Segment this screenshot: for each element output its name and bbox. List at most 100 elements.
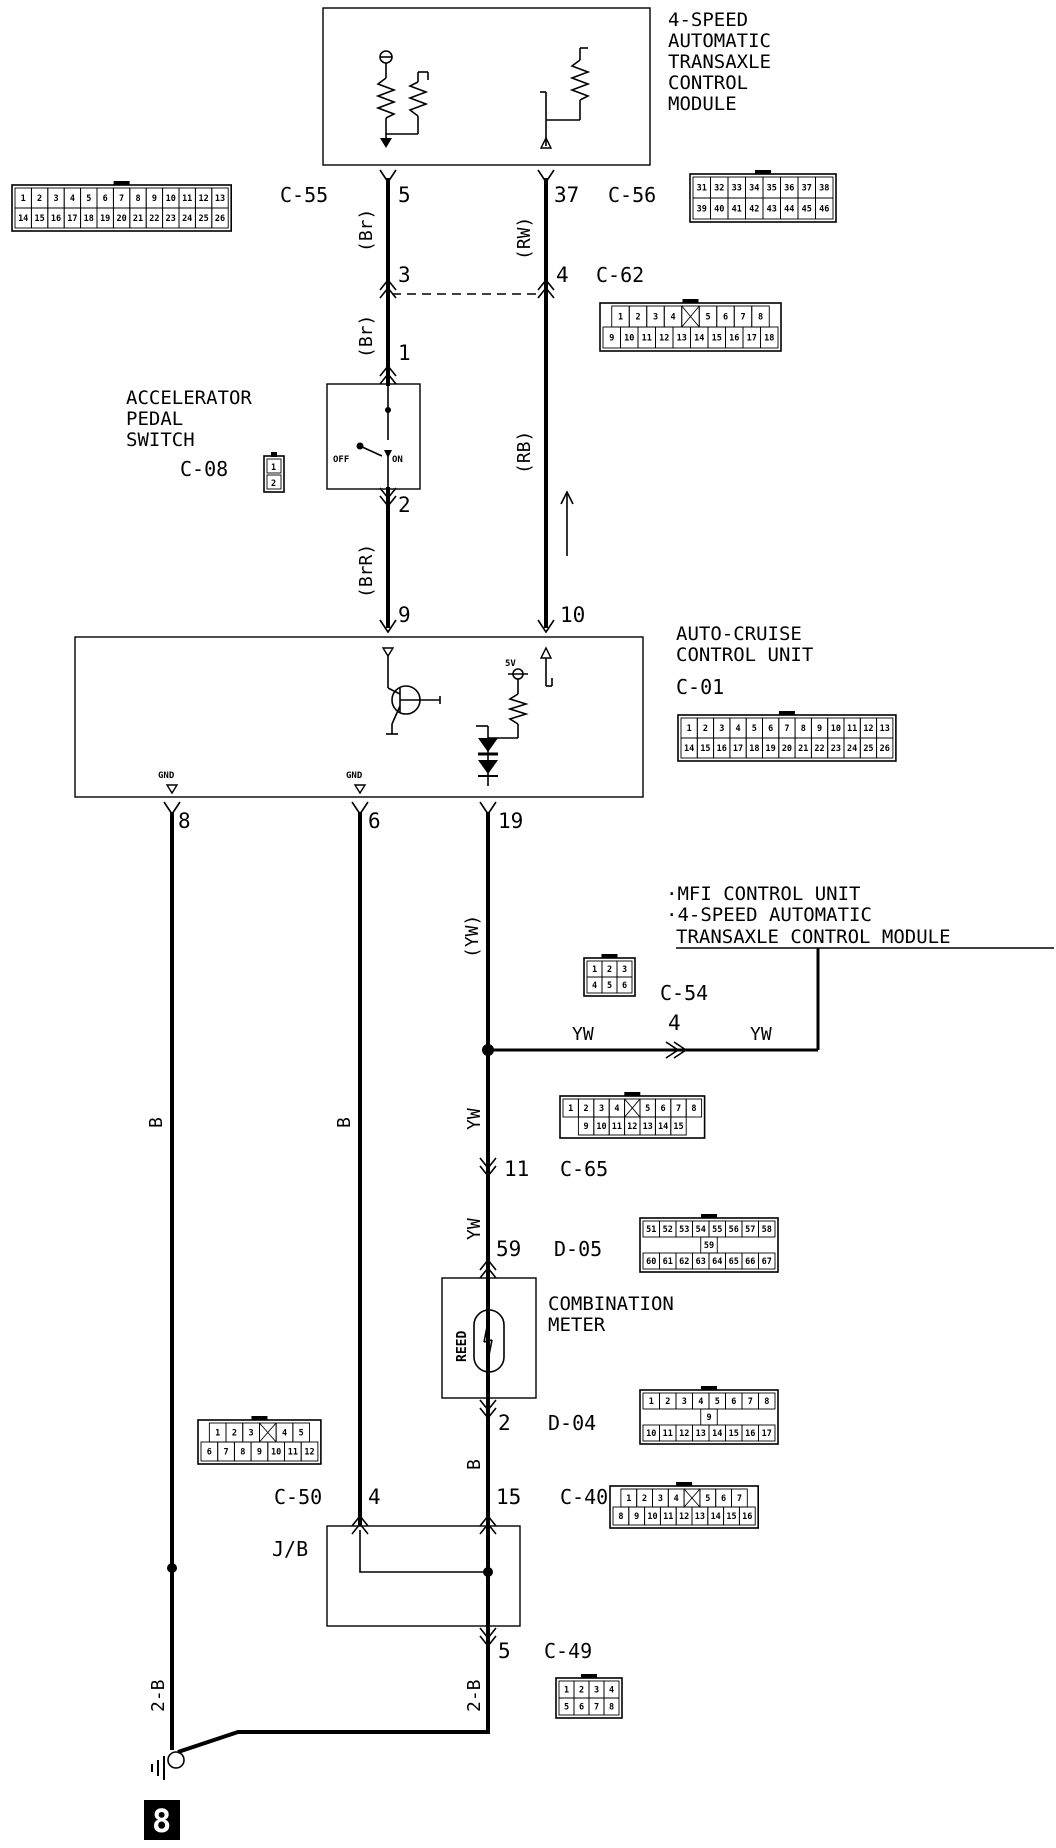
c65-pin-number: 13 xyxy=(643,1122,653,1132)
connector-c40-label: C-40 xyxy=(560,1485,608,1509)
connector-d04-label: D-04 xyxy=(548,1411,596,1435)
c01-pin-number: 25 xyxy=(863,744,873,754)
c01-pin-number: 24 xyxy=(847,744,857,754)
pin-8: 8 xyxy=(178,809,191,833)
c01-pin-number: 23 xyxy=(831,744,841,754)
c56-pin-number: 31 xyxy=(697,184,707,194)
pin-59: 59 xyxy=(496,1237,521,1261)
c55-pin-number: 24 xyxy=(182,214,192,224)
splice-jb xyxy=(483,1567,493,1577)
tcm-internal-circuit xyxy=(375,47,591,149)
c62-pin-number: 12 xyxy=(659,334,669,344)
terminal-marks-top xyxy=(379,169,555,184)
d05-pin-number: 59 xyxy=(704,1241,714,1251)
c01-pin-number: 12 xyxy=(863,724,873,734)
connector-c08-face: 1 2 xyxy=(263,452,285,493)
d05-pin-number: 54 xyxy=(696,1225,706,1235)
d05-pin-number: 53 xyxy=(679,1225,689,1235)
d04-pin-number: 6 xyxy=(731,1397,736,1407)
c65-pin-number: 5 xyxy=(645,1104,650,1114)
c55-pin-number: 23 xyxy=(166,214,176,224)
supply-5v-label: 5V xyxy=(505,659,516,669)
c49-lock-tab xyxy=(581,1674,597,1678)
c01-pin-number: 8 xyxy=(801,724,806,734)
c56-pin-number: 45 xyxy=(802,205,812,215)
c40-pin-number: 3 xyxy=(658,1494,663,1504)
c01-pin-number: 3 xyxy=(719,724,724,734)
c62-pin-number: 16 xyxy=(729,334,739,344)
switch-on-label: ON xyxy=(392,455,403,465)
c54-pin-number: 4 xyxy=(592,981,597,991)
meter-label-line2: METER xyxy=(548,1314,606,1336)
pin-9: 9 xyxy=(398,603,411,627)
ground-terminal xyxy=(167,1751,185,1769)
c40-blank-cell xyxy=(683,1488,701,1508)
c40-pin-number: 7 xyxy=(737,1494,742,1504)
d05-pin-number: 58 xyxy=(762,1225,772,1235)
d05-pin-number: 62 xyxy=(679,1257,689,1267)
c55-pin-number: 2 xyxy=(37,194,42,204)
signal-direction-arrow xyxy=(560,490,574,556)
connector-c55-label: C-55 xyxy=(280,183,328,207)
c62-pin-number: 18 xyxy=(764,334,774,344)
accel-switch-box xyxy=(326,383,421,490)
c55-cell xyxy=(211,207,229,229)
c54-pin-number: 3 xyxy=(622,965,627,975)
d05-lock-tab xyxy=(701,1214,717,1218)
pin-37: 37 xyxy=(554,183,579,207)
c40-cell xyxy=(738,1506,756,1526)
c56-pin-number: 32 xyxy=(714,184,724,194)
c54-lock-tab xyxy=(601,954,618,958)
c55-lock-tab xyxy=(113,181,130,185)
c55-pin-number: 26 xyxy=(215,214,225,224)
d05-pin-number: 52 xyxy=(663,1225,673,1235)
tcm-label-line1: 4-SPEED xyxy=(668,9,748,31)
cruise-label-line2: CONTROL UNIT xyxy=(676,644,813,666)
c65-pin-number: 8 xyxy=(691,1104,696,1114)
c56-pin-number: 42 xyxy=(749,205,759,215)
d04-pin-number: 11 xyxy=(663,1429,673,1439)
cruise-unit-box xyxy=(74,636,644,798)
d04-pin-number: 4 xyxy=(698,1397,703,1407)
connector-c56-label: C-56 xyxy=(608,183,656,207)
c65-pin-number: 10 xyxy=(596,1122,606,1132)
d04-pin-number: 3 xyxy=(682,1397,687,1407)
terminal-marks-cruise-bottom xyxy=(163,801,497,816)
combination-meter-box xyxy=(441,1277,537,1399)
c01-pin-number: 9 xyxy=(817,724,822,734)
d04-pin-number: 8 xyxy=(764,1397,769,1407)
c01-pin-number: 21 xyxy=(798,744,808,754)
c62-pin-number: 7 xyxy=(740,313,745,323)
c65-cell xyxy=(670,1116,687,1136)
c62-pin-number: 9 xyxy=(609,334,614,344)
ground-number-badge xyxy=(144,1800,180,1840)
c50-pin-number: 3 xyxy=(249,1429,254,1439)
pin-2-switch: 2 xyxy=(398,493,411,517)
tcm-label-line3: TRANSAXLE xyxy=(668,51,771,73)
c55-pin-number: 25 xyxy=(198,214,208,224)
c55-pin-number: 1 xyxy=(21,194,26,204)
d04-pin-number: 16 xyxy=(745,1429,755,1439)
pin-4-c62: 4 xyxy=(556,263,569,287)
c01-pin-number: 6 xyxy=(768,724,773,734)
c55-pin-number: 14 xyxy=(18,214,28,224)
wire-label-b-meter: B xyxy=(464,1459,485,1470)
c49-pin-number: 7 xyxy=(594,1703,599,1713)
pin-5: 5 xyxy=(398,183,411,207)
d05-pin-number: 56 xyxy=(729,1225,739,1235)
c56-pin-number: 40 xyxy=(714,205,724,215)
pin-4-c54: 4 xyxy=(668,1011,681,1035)
c65-pin-number: 15 xyxy=(673,1122,683,1132)
d04-pin-number: 15 xyxy=(729,1429,739,1439)
meter-label-line1: COMBINATION xyxy=(548,1293,674,1315)
c55-pin-number: 11 xyxy=(182,194,192,204)
c49-pin-number: 2 xyxy=(579,1686,584,1696)
connector-d05-label: D-05 xyxy=(554,1237,602,1261)
c50-pin-number: 11 xyxy=(288,1448,298,1458)
d05-pin-number: 60 xyxy=(646,1257,656,1267)
c62-pin-number: 11 xyxy=(642,334,652,344)
c49-pin-number: 6 xyxy=(579,1703,584,1713)
c55-pin-number: 21 xyxy=(133,214,143,224)
